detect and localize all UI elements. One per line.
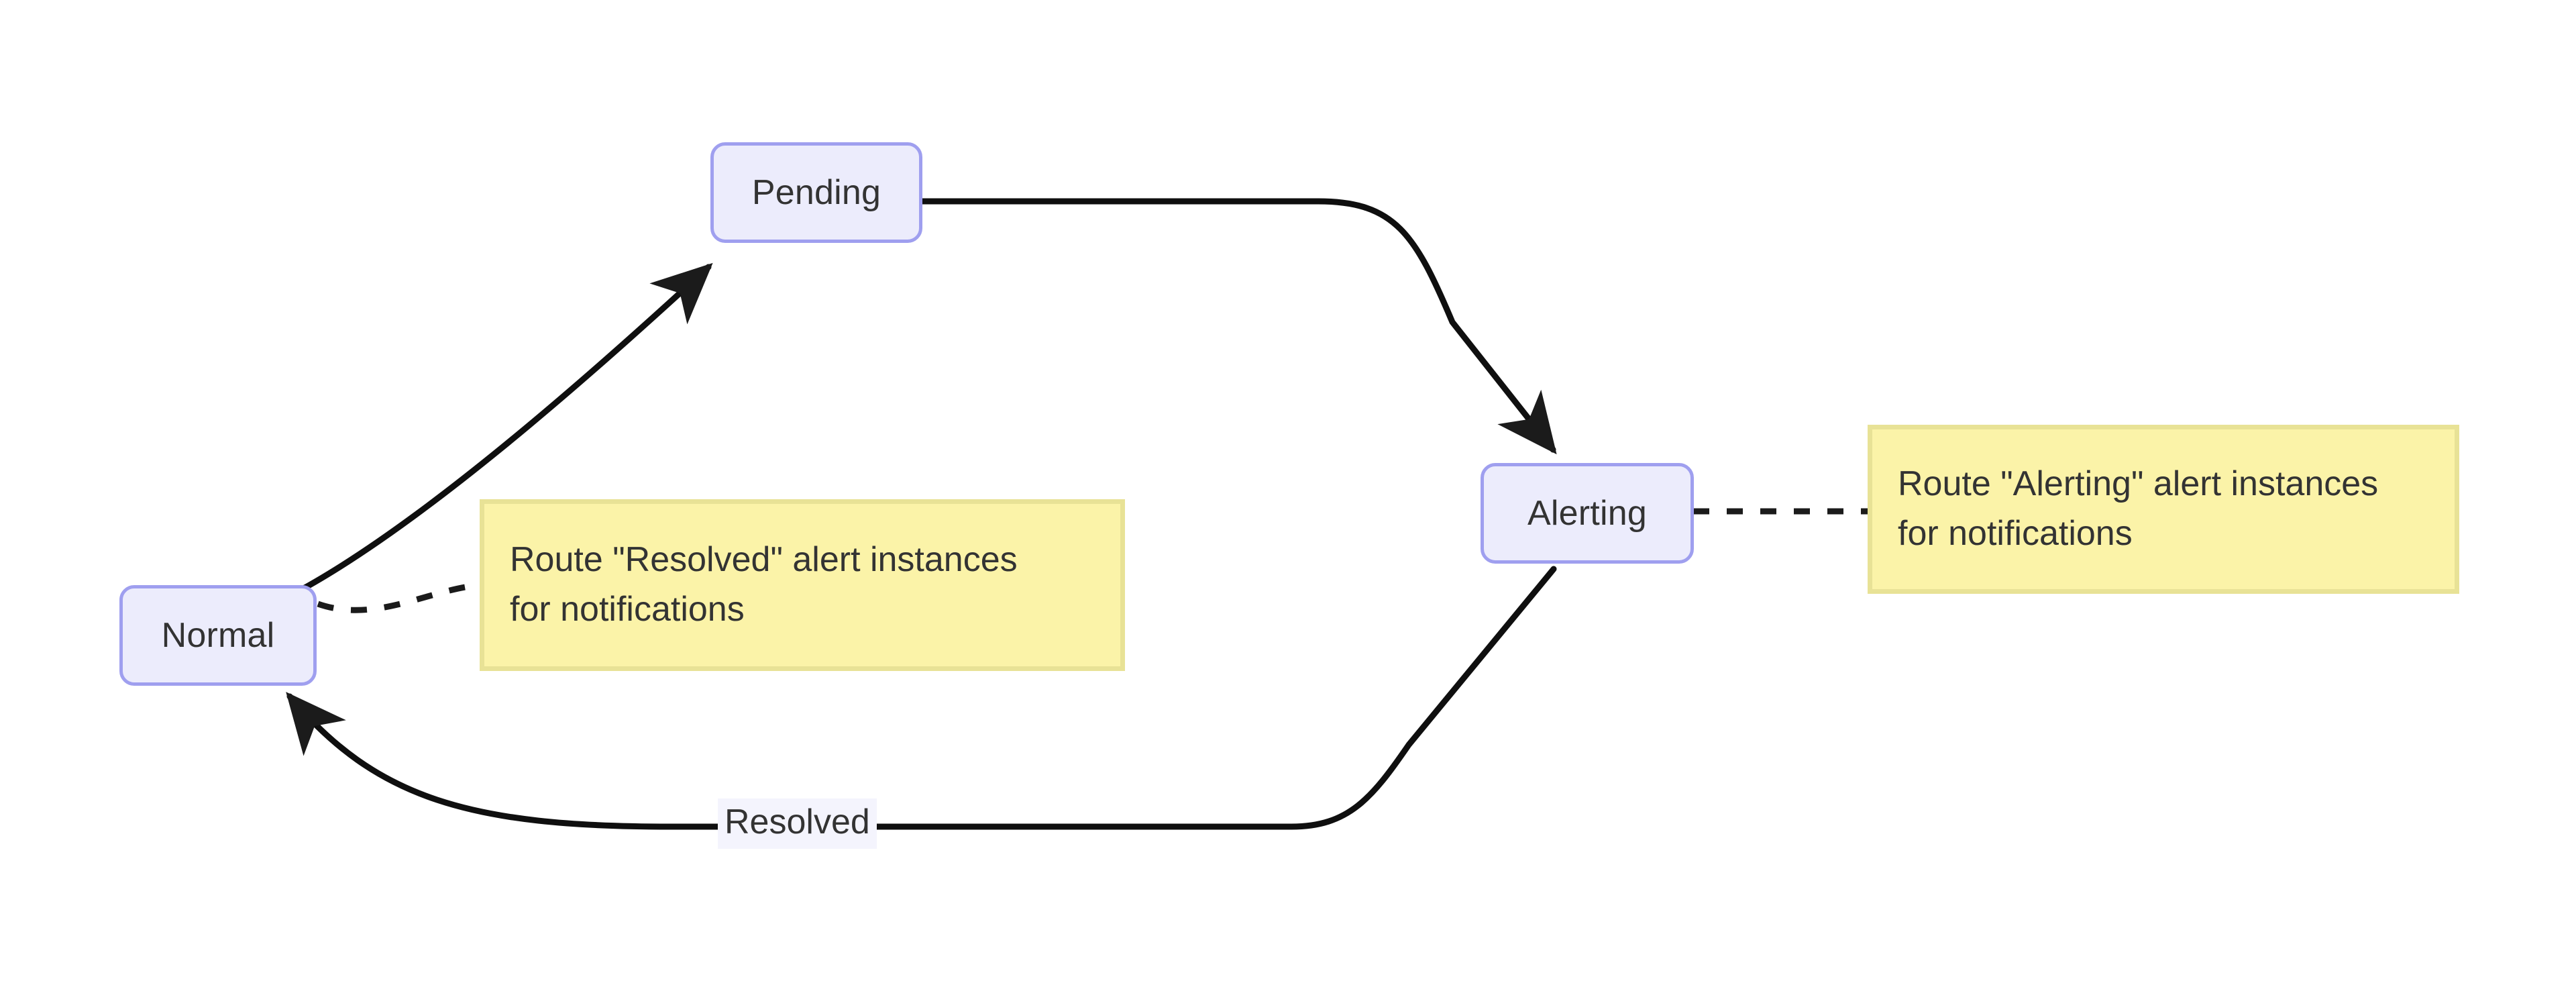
- note-resolved-body: Route "Resolved" alert instances for not…: [510, 535, 1018, 635]
- state-node-normal[interactable]: Normal: [119, 585, 317, 686]
- edge-pending-to-alerting: [918, 198, 1557, 455]
- state-node-pending[interactable]: Pending: [710, 142, 922, 243]
- state-node-pending-label: Pending: [751, 173, 881, 212]
- note-resolved-line-2: for notifications: [510, 590, 745, 629]
- edge-label-resolved: Resolved: [718, 798, 877, 849]
- edge-alerting-to-normal: [286, 566, 1557, 830]
- edge-normal-to-note: [317, 582, 481, 613]
- edge-normal-to-pending: [286, 262, 713, 599]
- edge-label-resolved-text: Resolved: [724, 803, 870, 841]
- note-alerting-body: Route "Alerting" alert instances for not…: [1898, 460, 2378, 559]
- state-node-alerting-label: Alerting: [1527, 494, 1647, 533]
- state-node-alerting[interactable]: Alerting: [1481, 463, 1694, 564]
- note-alerting-line-2: for notifications: [1898, 514, 2133, 553]
- note-alerting-line-1: Route "Alerting" alert instances: [1898, 464, 2379, 504]
- note-resolved: Route "Resolved" alert instances for not…: [480, 499, 1125, 671]
- note-alerting: Route "Alerting" alert instances for not…: [1868, 425, 2459, 594]
- note-resolved-line-1: Route "Resolved" alert instances: [510, 540, 1018, 580]
- state-node-normal-label: Normal: [161, 616, 275, 655]
